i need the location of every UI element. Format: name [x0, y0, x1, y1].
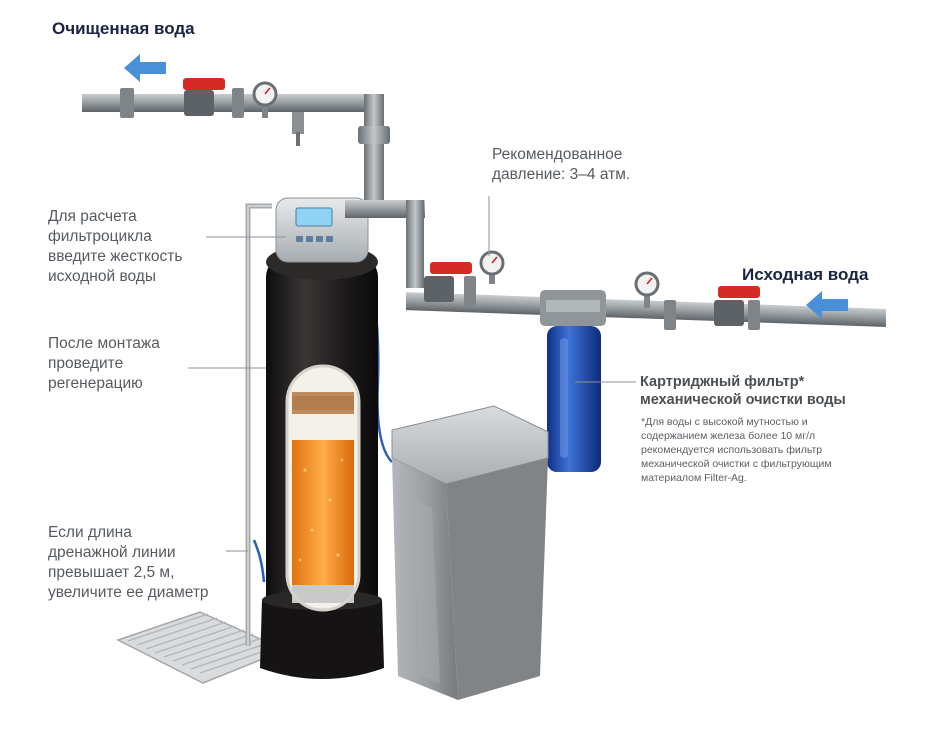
pressure-gauge-icon [634, 271, 660, 308]
hardness-label: Для расчета фильтроцикла введите жесткос… [48, 208, 183, 285]
source-water-heading: Исходная вода [742, 265, 869, 284]
softener-tank [260, 244, 384, 679]
treated-water-pipe [82, 88, 425, 288]
cartridge-filter-title: Картриджный фильтр* механической очистки… [640, 374, 846, 408]
pressure-label: Рекомендованное давление: 3–4 атм. [492, 146, 631, 183]
cartridge-filter-note: *Для воды с высокой мутностью и содержан… [641, 416, 832, 484]
arrow-left-icon [124, 54, 166, 82]
ball-valve-icon [183, 78, 225, 90]
pressure-gauge-icon [479, 250, 505, 284]
ball-valve-icon [718, 286, 760, 298]
ball-valve-icon [430, 262, 472, 274]
brine-tank [391, 405, 549, 700]
regeneration-label: После монтажа проведите регенерацию [48, 335, 160, 392]
cartridge-filter [540, 290, 606, 472]
drain-grate [116, 611, 287, 684]
drain-label: Если длина дренажной линии превышает 2,5… [48, 524, 209, 601]
arrow-left-icon [806, 291, 848, 319]
source-water-pipe [406, 276, 886, 330]
clean-water-heading: Очищенная вода [52, 19, 195, 38]
pressure-gauge-icon [252, 81, 278, 118]
leader-lines [188, 196, 636, 552]
